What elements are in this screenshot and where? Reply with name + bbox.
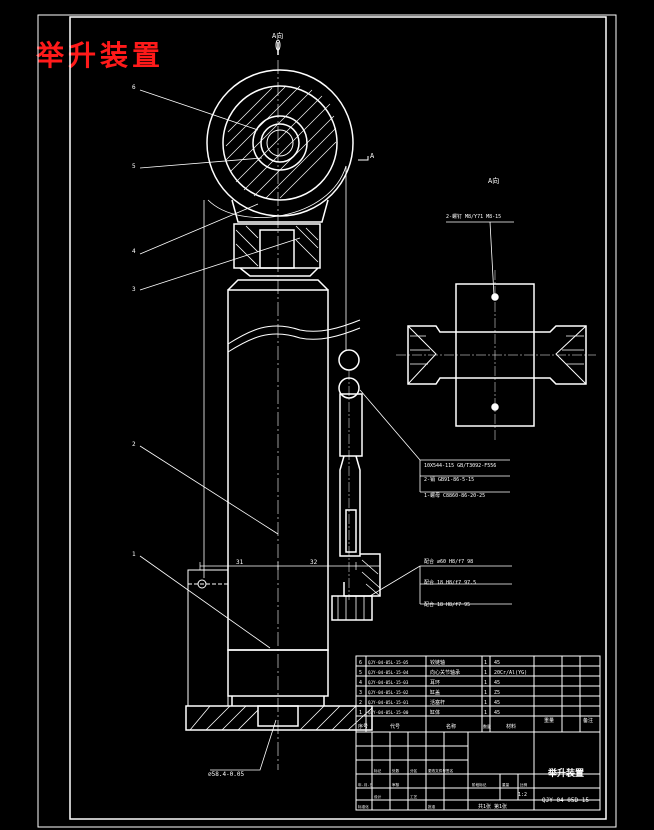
bom-cell-material: Z5 [494,690,500,696]
bom-cell-name: 活塞杆 [430,699,445,706]
gland-block [233,223,321,277]
bom-header-no: 序号 [358,723,368,730]
title-block-label: 阶段标记 [472,782,487,787]
title-block-label: 签名 [446,768,454,773]
bom-header-weight: 重量 [544,717,554,724]
callout-fit-c: 配合 18 H8/f7 95 [424,601,470,608]
dimension-right: 32 [310,559,318,566]
leader-3: 3 [132,286,136,293]
callout-fit-a: 配合 ∅60 H8/f7 98 [424,558,473,565]
leader-2: 2 [132,441,136,448]
bom-cell-qty: 1 [484,670,487,676]
callout-washer: 1-螺母 C8860-86-20-25 [424,492,485,499]
bom-cell-qty: 1 [484,690,487,696]
bom-header: 序号 代号 名称 数量 材料 重量 备注 [358,717,593,730]
title-block-label: 分区 [410,768,418,773]
title-block-label: 批准 [428,804,436,809]
bom-cell-qty: 1 [484,700,487,706]
title-block-label: 标准化 [358,804,369,809]
bom-cell-name: 向心关节轴承 [430,669,460,676]
bom-header-name: 名称 [446,723,456,730]
bom-cell-material: 45 [494,660,500,666]
construction-lines [203,165,347,578]
leader-6: 6 [132,84,136,91]
title-block-label: 重量 [502,782,510,787]
title-block-label: 更改文件号 [428,768,446,773]
base-plate [185,705,373,731]
bom-header-remark: 备注 [583,717,593,724]
bom-cell-material: 20Cr/Al(YG) [494,670,527,676]
title-block-label: 工艺 [410,794,418,799]
title-block [355,731,601,811]
dimension-lines [199,562,380,570]
bom-cell-code: QJY-04-05L-15-04 [368,670,409,675]
bearing-hatching [225,85,337,199]
bom-cell-qty: 1 [484,710,487,716]
bom-cell-code: QJY-04-05L-15-03 [368,680,409,685]
title-block-label: 年.月.日 [358,782,373,787]
bom-cell-code: QJY-04-05L-15-05 [368,660,409,665]
leader-4: 4 [132,248,136,255]
bom-cell-material: 45 [494,710,500,716]
callout-nut: 2-销 GB91-86-5-15 [424,476,474,483]
inner-border [69,16,607,820]
bom-rows: 6 QJY-04-05L-15-05 铰链轴 1 45 5 QJY-04-05L-15-04… [359,659,527,716]
bom-cell-no: 4 [359,680,362,686]
bom-cell-qty: 1 [484,660,487,666]
bom-cell-material: 45 [494,680,500,686]
bom-cell-no: 3 [359,690,362,696]
title-block-scale: 1:2 [518,792,527,798]
bom-cell-qty: 1 [484,680,487,686]
title-block-label: 标记 [374,768,382,773]
callout-pin: 10X544-115 GB/T3092-F556 [424,463,496,469]
bom-cell-no: 5 [359,670,362,676]
title-block-drawing-no: QJY-04-05D-15 [542,797,589,804]
side-view-marker: A [358,152,375,161]
bom-cell-no: 6 [359,660,362,666]
bom-cell-material: 45 [494,700,500,706]
bom-cell-name: 耳环 [430,680,440,686]
svg-text:A: A [370,152,375,160]
leader-1: 1 [132,551,136,558]
callout-fit-b: 配合 18 H8/f7 97.5 [424,579,476,586]
title-block-label: 处数 [392,768,400,773]
callout-leaders [359,389,512,605]
title-block-label: 审核 [392,782,400,787]
bom-cell-code: QJY-04-05L-15-02 [368,690,409,695]
view-marker-top: A向 [272,31,283,55]
leader-5: 5 [132,163,136,170]
bom-header-code: 代号 [390,723,400,730]
bracket-left [187,569,229,707]
bolt-spec: 2-螺钉 M8/Y71 M8-15 [446,213,501,220]
title-block-name: 举升装置 [547,767,584,779]
bottom-leader [210,719,277,771]
bom-cell-no: 2 [359,700,362,706]
bom-cell-no: 1 [359,710,362,716]
connecting-link [331,349,381,621]
bom-cell-code: QJY-04-05L-15-00 [368,710,409,715]
bom-cell-name: 缸盖 [430,689,440,696]
title-block-label: 设计 [374,794,382,799]
drawing-title-red: 举升装置 [36,39,165,72]
dimension-left: 31 [236,559,244,566]
title-block-label: 比例 [520,782,528,787]
earring-head [206,69,354,223]
bom-cell-name: 缸体 [430,709,440,716]
leader-lines [139,89,301,649]
bom-cell-code: QJY-04-05L-15-01 [368,700,409,705]
bom-cell-name: 铰链轴 [430,659,445,666]
bom-header-qty: 数量 [483,723,491,729]
title-block-labels: 标记 处数 分区 更改文件号签名年.月.日设计标准化 审核工艺批准 阶段标记 重量 比例 [358,768,528,809]
title-block-sheet: 共1张 第1张 [478,803,507,810]
right-view-label: A向 [488,176,499,185]
svg-text:A向: A向 [272,31,283,40]
outer-border [37,14,617,828]
bom-header-material: 材料 [506,723,516,730]
bottom-note: ∅58.4-0.05 [208,771,245,778]
